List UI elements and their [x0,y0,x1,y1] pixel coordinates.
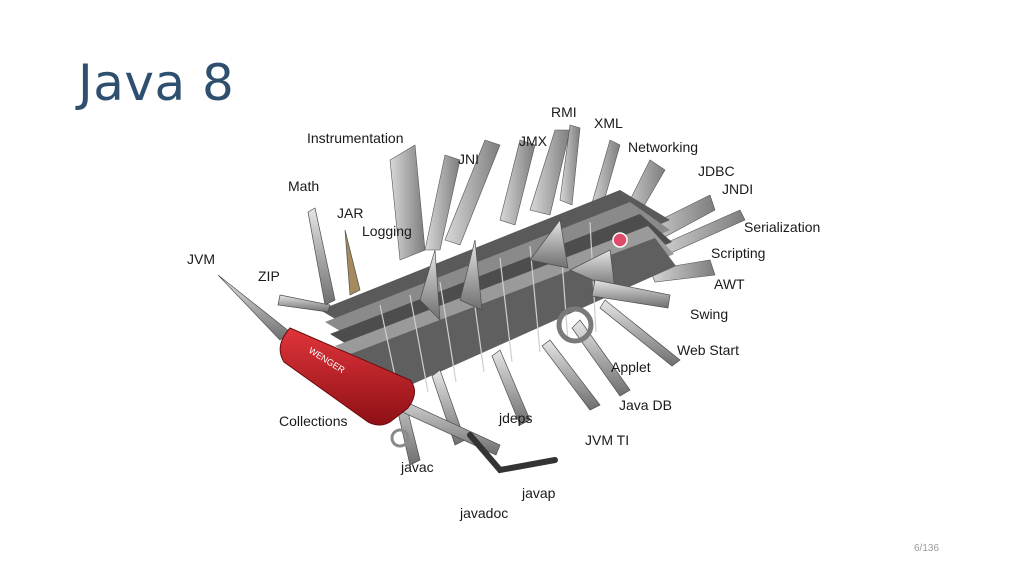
label-collections: Collections [279,413,348,429]
laser-pointer [612,232,628,248]
key-ring [390,428,410,448]
label-swing: Swing [690,306,729,322]
label-jni: JNI [458,151,479,167]
page-number: 6/136 [914,543,940,554]
label-jndi: JNDI [722,181,754,197]
label-instrumentation: Instrumentation [307,130,404,146]
label-jdbc: JDBC [698,163,735,179]
slide-title: Java 8 [78,54,235,112]
red-handle: WENGER [279,327,415,426]
label-jar: JAR [337,205,364,221]
label-javac: javac [401,459,434,475]
label-logging: Logging [362,223,412,239]
label-jvm-ti: JVM TI [585,432,630,448]
label-scripting: Scripting [711,245,766,261]
label-java-db: Java DB [619,397,672,413]
label-jdeps: jdeps [499,410,533,426]
label-jvm: JVM [187,251,215,267]
scissors-ring [556,306,594,344]
front-tools [217,207,681,466]
label-jmx: JMX [519,133,547,149]
label-javadoc: javadoc [460,505,509,521]
label-serialization: Serialization [744,219,821,235]
back-blades [389,124,746,283]
swiss-army-knife-illustration: WENGER [217,124,746,474]
label-awt: AWT [714,276,745,292]
label-networking: Networking [628,139,699,155]
label-web-start: Web Start [677,342,739,358]
label-zip: ZIP [258,268,280,284]
label-applet: Applet [611,359,651,375]
label-xml: XML [594,115,623,131]
label-rmi: RMI [551,104,577,120]
label-javap: javap [522,485,556,501]
hex-key [467,432,558,474]
label-math: Math [288,178,320,194]
